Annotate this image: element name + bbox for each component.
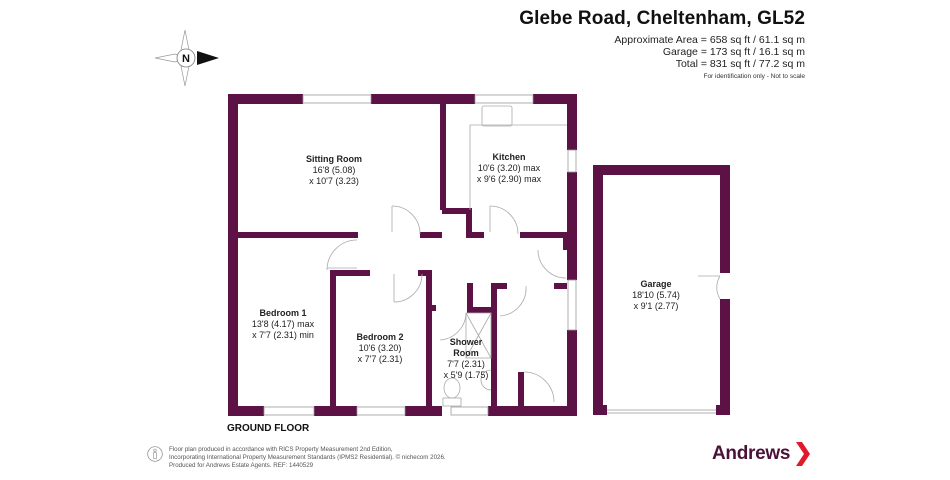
garage-area: Garage = 173 sq ft / 16.1 sq m xyxy=(662,46,805,58)
room-garage: Garage 18'10 (5.74) x 9'1 (2.77) xyxy=(632,279,680,311)
svg-text:N: N xyxy=(182,53,190,65)
room-bedroom-1: Bedroom 1 13'8 (4.17) max x 7'7 (2.31) m… xyxy=(251,308,315,340)
footer: Floor plan produced in accordance with R… xyxy=(147,446,446,470)
plan-header: Glebe Road, Cheltenham, GL52 Approximate… xyxy=(519,8,805,80)
property-title: Glebe Road, Cheltenham, GL52 xyxy=(519,8,805,29)
room-sitting-room: Sitting Room 16'8 (5.08) x 10'7 (3.23) xyxy=(306,154,362,186)
total-area: Total = 831 sq ft / 77.2 sq m xyxy=(675,58,805,70)
brand-logo: Andrews xyxy=(712,442,811,466)
footer-line-3: Produced for Andrews Estate Agents. REF:… xyxy=(169,462,314,469)
room-shower-room: Shower Room 7'7 (2.31) x 5'9 (1.75) xyxy=(443,337,489,380)
floor-label: GROUND FLOOR xyxy=(227,423,310,434)
brand-name: Andrews xyxy=(712,443,791,464)
footer-line-2: Incorporating International Property Mea… xyxy=(169,454,446,461)
footer-line-1: Floor plan produced in accordance with R… xyxy=(169,446,393,453)
person-info-icon xyxy=(147,446,163,462)
room-kitchen: Kitchen 10'6 (3.20) max x 9'6 (2.90) max xyxy=(476,152,542,184)
compass-icon: N xyxy=(154,29,225,91)
chevron-right-icon xyxy=(796,442,811,466)
scale-note: For identification only - Not to scale xyxy=(703,73,805,80)
approx-area: Approximate Area = 658 sq ft / 61.1 sq m xyxy=(614,34,805,46)
room-bedroom-2: Bedroom 2 10'6 (3.20) x 7'7 (2.31) xyxy=(356,332,404,364)
